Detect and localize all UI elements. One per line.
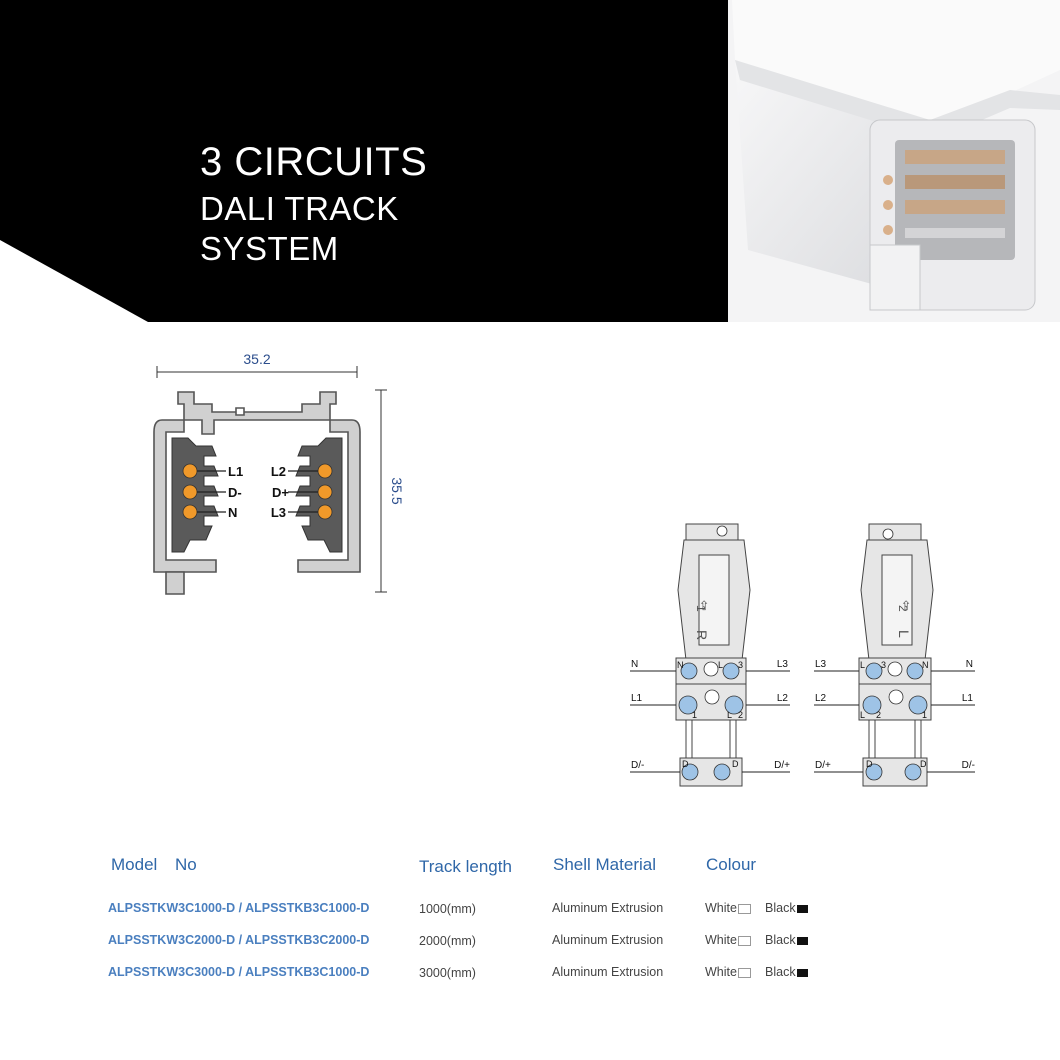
row3-white-label: White <box>705 965 737 979</box>
conn-l-label-l1: L1 <box>962 693 974 704</box>
track-rail-photo <box>728 0 1060 322</box>
conn-r-orientation-label: R <box>694 630 710 640</box>
row1-black-label: Black <box>765 901 796 915</box>
label-l3: L3 <box>271 505 286 520</box>
conn-r-term-n: N <box>677 660 684 670</box>
conn-r-term-d1: D <box>682 759 689 769</box>
contact-l1 <box>182 463 198 479</box>
hero-title-line3: SYSTEM <box>200 230 339 267</box>
conn-r-label-d-minus: D/- <box>631 760 644 771</box>
terminal-screws <box>862 528 928 781</box>
label-d-plus: D+ <box>272 485 289 500</box>
row3-length: 3000(mm) <box>419 966 476 980</box>
row3-white: White <box>705 965 751 979</box>
row1-length: 1000(mm) <box>419 902 476 916</box>
conn-l-label-d-minus: D/- <box>962 760 975 771</box>
black-swatch-icon <box>796 936 808 945</box>
row3-black: Black <box>765 965 808 979</box>
conn-l-arrow-label: 2 <box>896 605 910 612</box>
contact-l3 <box>317 504 333 520</box>
conn-l-term-l: L <box>860 660 865 670</box>
row2-white: White <box>705 933 751 947</box>
black-swatch-icon <box>796 904 808 913</box>
contact-d-minus <box>182 484 198 500</box>
conn-l-arrow-icon: ⇦ <box>899 600 914 611</box>
row1-white-label: White <box>705 901 737 915</box>
label-n: N <box>228 505 237 520</box>
white-swatch-icon <box>737 967 751 978</box>
black-banner <box>0 0 728 322</box>
conn-r-term-l2: L <box>727 710 732 720</box>
label-l1: L1 <box>228 464 243 479</box>
conn-r-term-l: L <box>718 660 723 670</box>
conn-l-label-d-plus: D/+ <box>815 760 831 771</box>
row3-material: Aluminum Extrusion <box>552 965 664 979</box>
header-shell-material: Shell Material <box>553 855 656 874</box>
conn-r-term-1: 1 <box>692 710 697 720</box>
label-l2: L2 <box>271 464 286 479</box>
profile-body <box>153 391 361 595</box>
conn-r-label-l3: L3 <box>777 659 789 670</box>
terminal-screws <box>678 525 744 781</box>
row2-length: 2000(mm) <box>419 934 476 948</box>
table-row: ALPSSTKW3C1000-D / ALPSSTKB3C1000-D 1000… <box>0 901 1060 921</box>
row2-material: Aluminum Extrusion <box>552 933 664 947</box>
conn-r-label-d-plus: D/+ <box>774 760 790 771</box>
row1-model: ALPSSTKW3C1000-D / ALPSSTKB3C1000-D <box>108 901 370 915</box>
conn-r-term-d2: D <box>732 759 739 769</box>
header-no: No <box>175 855 197 874</box>
row2-model: ALPSSTKW3C2000-D / ALPSSTKB3C2000-D <box>108 933 370 947</box>
connector-right-drawing: N L1 D/- L3 L2 D/+ N L 3 1 L 2 D D ⇦ 1 R <box>630 523 790 787</box>
header-colour: Colour <box>706 855 757 874</box>
conn-l-label-l2: L2 <box>815 693 827 704</box>
conn-l-term-l2: L <box>860 710 865 720</box>
conn-l-term-1: 1 <box>922 710 927 720</box>
width-dimension-label: 35.2 <box>243 351 270 367</box>
conn-l-label-n: N <box>966 659 973 670</box>
connector-left-drawing: L3 L2 D/+ N L1 D/- L 3 N L 2 1 D D ⇦ 2 L <box>814 523 975 787</box>
header-track-length: Track length <box>419 857 512 876</box>
height-dimension-label: 35.5 <box>389 477 405 504</box>
conn-l-term-n: N <box>922 660 929 670</box>
conn-r-label-n: N <box>631 659 638 670</box>
conn-r-term-2: 2 <box>738 710 743 720</box>
contact-n <box>182 504 198 520</box>
conn-r-label-l2: L2 <box>777 693 789 704</box>
hero-title-line1: 3 CIRCUITS <box>200 140 428 184</box>
conn-r-arrow-icon: ⇦ <box>697 600 712 611</box>
conn-l-orientation-label: L <box>896 630 912 638</box>
conn-l-term-2: 2 <box>876 710 881 720</box>
hero-title-line2: DALI TRACK <box>200 190 399 227</box>
header-model: Model <box>111 855 158 874</box>
row1-white: White <box>705 901 751 915</box>
contact-l2 <box>317 463 333 479</box>
conn-r-term-3: 3 <box>738 660 743 670</box>
conn-l-label-l3: L3 <box>815 659 827 670</box>
conn-l-term-d2: D <box>920 759 927 769</box>
height-dimension: 35.5 <box>375 389 405 593</box>
table-row: ALPSSTKW3C2000-D / ALPSSTKB3C2000-D 2000… <box>0 933 1060 953</box>
conn-l-term-d1: D <box>866 759 873 769</box>
row1-black: Black <box>765 901 808 915</box>
label-d-minus: D- <box>228 485 242 500</box>
row1-material: Aluminum Extrusion <box>552 901 664 915</box>
row3-model: ALPSSTKW3C3000-D / ALPSSTKB3C1000-D <box>108 965 370 979</box>
white-swatch-icon <box>737 903 751 914</box>
black-swatch-icon <box>796 968 808 977</box>
conn-l-term-3: 3 <box>881 660 886 670</box>
row2-white-label: White <box>705 933 737 947</box>
row3-black-label: Black <box>765 965 796 979</box>
width-dimension: 35.2 <box>156 351 358 378</box>
white-swatch-icon <box>737 935 751 946</box>
conn-r-arrow-label: 1 <box>694 605 708 612</box>
row2-black: Black <box>765 933 808 947</box>
row2-black-label: Black <box>765 933 796 947</box>
hero-banner <box>0 0 1060 322</box>
conn-r-label-l1: L1 <box>631 693 643 704</box>
contact-d-plus <box>317 484 333 500</box>
track-profile-drawing: 35.2 35.5 L1 D- N L2 D+ L3 <box>153 351 405 595</box>
table-row: ALPSSTKW3C3000-D / ALPSSTKB3C1000-D 3000… <box>0 965 1060 985</box>
